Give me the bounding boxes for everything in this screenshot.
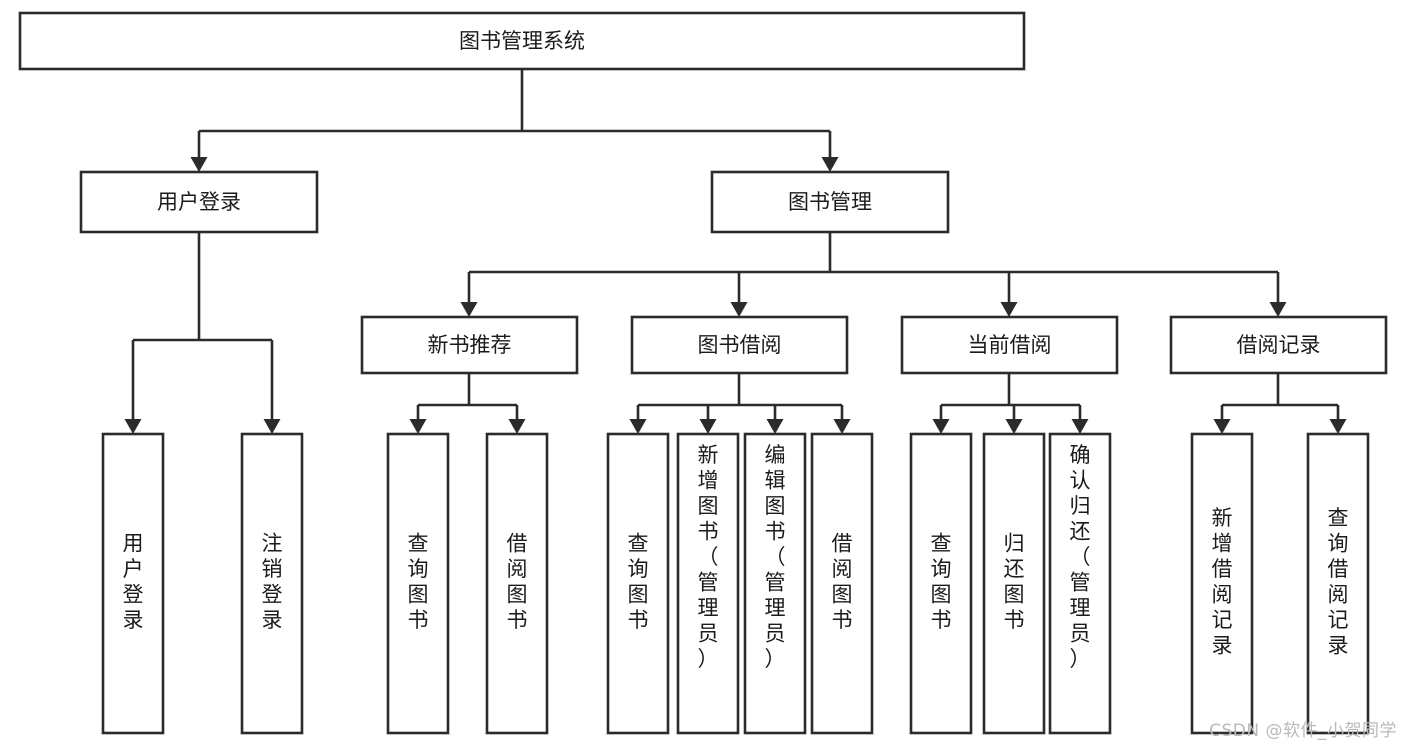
- node-box-leaf-query-borrow-record[interactable]: [1306, 432, 1370, 735]
- node-label-leaf-query-book-1: 查询图书: [408, 532, 429, 633]
- node-root[interactable]: 图书管理系统: [18, 11, 1026, 71]
- arrow-head-icon: [833, 419, 851, 434]
- node-label-leaf-query-book-2: 查询图书: [628, 532, 649, 633]
- node-label-leaf-borrow-book-2: 借阅图书: [832, 532, 853, 633]
- node-leaf-user-login[interactable]: 用户登录: [101, 432, 165, 735]
- node-box-leaf-user-login[interactable]: [101, 432, 165, 735]
- node-label-leaf-user-login: 用户登录: [123, 532, 144, 633]
- arrow-head-icon: [190, 157, 208, 172]
- watermark-label: CSDN @软件_小贺同学: [1209, 721, 1397, 741]
- connector-book_manage_to_level3: [467, 232, 1280, 303]
- node-label-root: 图书管理系统: [459, 29, 585, 53]
- node-label-leaf-query-borrow-record: 查询借阅记录: [1328, 506, 1349, 658]
- node-leaf-query-borrow-record[interactable]: 查询借阅记录: [1306, 432, 1370, 735]
- connector-layer: [124, 69, 1347, 434]
- node-box-leaf-add-book-admin[interactable]: [676, 432, 740, 735]
- node-leaf-add-borrow-record[interactable]: 新增借阅记录: [1190, 432, 1254, 735]
- node-box-book-manage[interactable]: [710, 170, 950, 234]
- arrow-head-icon: [629, 419, 647, 434]
- arrow-head-icon: [460, 302, 478, 317]
- node-new-book-recommend[interactable]: 新书推荐: [360, 315, 579, 375]
- arrow-head-icon: [1005, 419, 1023, 434]
- arrow-head-icon: [508, 419, 526, 434]
- connector-user_login_to_leaves: [131, 232, 274, 420]
- node-box-leaf-borrow-book-2[interactable]: [810, 432, 874, 735]
- node-leaf-add-book-admin[interactable]: 新增图书（管理员）: [676, 432, 740, 735]
- arrow-head-icon: [1329, 419, 1347, 434]
- node-box-leaf-query-book-1[interactable]: [386, 432, 450, 735]
- node-leaf-return-book[interactable]: 归还图书: [982, 432, 1046, 735]
- connector-root_to_level2: [197, 69, 832, 158]
- node-box-leaf-logout[interactable]: [240, 432, 304, 735]
- arrow-head-icon: [1071, 419, 1089, 434]
- node-label-leaf-edit-book-admin: 编辑图书（管理员）: [765, 443, 786, 671]
- node-box-leaf-confirm-return-admin[interactable]: [1048, 432, 1112, 735]
- connector-new_book_to_leaves: [416, 373, 519, 420]
- node-leaf-query-book-3[interactable]: 查询图书: [909, 432, 973, 735]
- arrow-head-icon: [1000, 302, 1018, 317]
- node-box-user-login[interactable]: [79, 170, 319, 234]
- node-box-book-borrow[interactable]: [630, 315, 849, 375]
- node-leaf-borrow-book-2[interactable]: 借阅图书: [810, 432, 874, 735]
- arrow-head-icon: [766, 419, 784, 434]
- arrow-head-icon: [699, 419, 717, 434]
- node-box-leaf-add-borrow-record[interactable]: [1190, 432, 1254, 735]
- node-label-leaf-return-book: 归还图书: [1004, 532, 1025, 633]
- node-user-login[interactable]: 用户登录: [79, 170, 319, 234]
- node-label-new-book-recommend: 新书推荐: [428, 333, 512, 357]
- connector-borrow_record_to_leaves: [1220, 373, 1340, 420]
- arrow-head-icon: [1269, 302, 1287, 317]
- node-box-current-borrow[interactable]: [900, 315, 1119, 375]
- node-label-book-borrow: 图书借阅: [698, 333, 782, 357]
- node-box-leaf-borrow-book-1[interactable]: [485, 432, 549, 735]
- node-box-new-book-recommend[interactable]: [360, 315, 579, 375]
- node-box-root[interactable]: [18, 11, 1026, 71]
- node-leaf-query-book-2[interactable]: 查询图书: [606, 432, 670, 735]
- node-borrow-record[interactable]: 借阅记录: [1169, 315, 1388, 375]
- node-box-leaf-query-book-3[interactable]: [909, 432, 973, 735]
- arrow-head-icon: [409, 419, 427, 434]
- arrow-head-icon: [124, 419, 142, 434]
- node-box-borrow-record[interactable]: [1169, 315, 1388, 375]
- connector-current_borrow_to_leaves: [939, 373, 1082, 420]
- node-label-leaf-confirm-return-admin: 确认归还（管理员）: [1070, 443, 1091, 671]
- arrow-head-icon: [821, 157, 839, 172]
- node-label-leaf-add-borrow-record: 新增借阅记录: [1212, 506, 1233, 658]
- node-box-leaf-return-book[interactable]: [982, 432, 1046, 735]
- node-layer: 图书管理系统用户登录图书管理新书推荐图书借阅当前借阅借阅记录用户登录注销登录查询…: [18, 11, 1388, 735]
- node-leaf-logout[interactable]: 注销登录: [240, 432, 304, 735]
- node-box-leaf-edit-book-admin[interactable]: [743, 432, 807, 735]
- node-leaf-edit-book-admin[interactable]: 编辑图书（管理员）: [743, 432, 807, 735]
- connector-book_borrow_to_leaves: [636, 373, 844, 420]
- node-label-user-login: 用户登录: [157, 190, 241, 214]
- node-label-current-borrow: 当前借阅: [968, 333, 1052, 357]
- node-leaf-query-book-1[interactable]: 查询图书: [386, 432, 450, 735]
- node-label-leaf-add-book-admin: 新增图书（管理员）: [698, 443, 719, 671]
- arrow-head-icon: [932, 419, 950, 434]
- node-box-leaf-query-book-2[interactable]: [606, 432, 670, 735]
- node-book-manage[interactable]: 图书管理: [710, 170, 950, 234]
- arrow-head-icon: [1213, 419, 1231, 434]
- node-current-borrow[interactable]: 当前借阅: [900, 315, 1119, 375]
- node-label-leaf-logout: 注销登录: [262, 532, 283, 633]
- node-leaf-confirm-return-admin[interactable]: 确认归还（管理员）: [1048, 432, 1112, 735]
- arrow-head-icon: [730, 302, 748, 317]
- node-leaf-borrow-book-1[interactable]: 借阅图书: [485, 432, 549, 735]
- node-book-borrow[interactable]: 图书借阅: [630, 315, 849, 375]
- node-label-leaf-borrow-book-1: 借阅图书: [507, 532, 528, 633]
- node-label-book-manage: 图书管理: [788, 190, 872, 214]
- node-label-leaf-query-book-3: 查询图书: [931, 532, 952, 633]
- node-label-borrow-record: 借阅记录: [1237, 333, 1321, 357]
- arrow-head-icon: [263, 419, 281, 434]
